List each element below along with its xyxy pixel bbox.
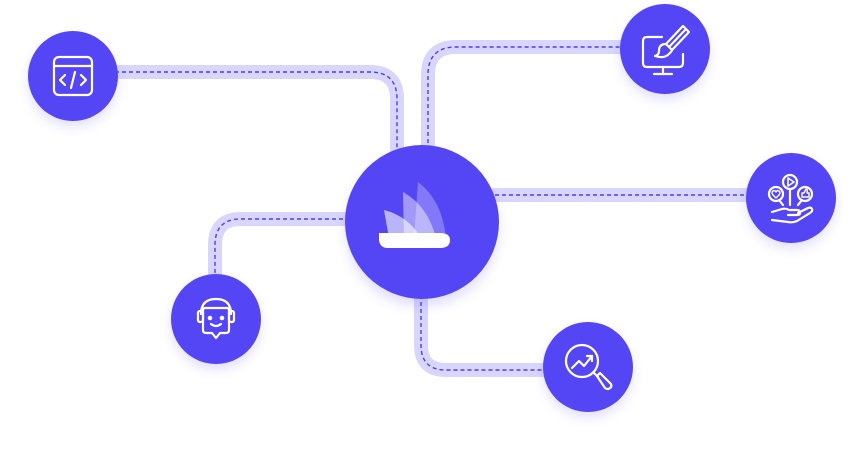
connector-code	[108, 65, 404, 157]
connector-support-dash	[214, 218, 350, 280]
hand-social-engagement-icon	[767, 173, 814, 224]
monitor-paintbrush-icon	[641, 24, 691, 76]
center-hub-circle	[345, 145, 499, 299]
brand-wing-logo-icon	[379, 182, 450, 248]
connector-design-dash	[427, 46, 622, 150]
node-design	[620, 4, 710, 99]
connectors	[108, 40, 757, 377]
connector-analytics-track	[414, 288, 555, 377]
connector-code-track	[108, 65, 404, 157]
connector-support	[208, 212, 357, 287]
node-engagement	[746, 153, 836, 248]
code-window-icon	[52, 55, 94, 97]
connector-support-track	[208, 212, 357, 287]
magnifier-trend-icon	[564, 343, 613, 391]
center-hub	[345, 145, 499, 306]
connector-design	[421, 40, 629, 157]
node-support	[171, 274, 261, 369]
node-design-circle	[620, 4, 710, 94]
connector-code-dash	[115, 71, 398, 150]
connector-analytics	[414, 288, 555, 377]
connector-design-track	[421, 40, 629, 157]
node-code	[28, 31, 118, 126]
connector-analytics-dash	[420, 295, 548, 371]
node-analytics	[543, 322, 633, 417]
node-support-circle	[171, 274, 261, 364]
node-analytics-circle	[543, 322, 633, 412]
support-bot-headset-icon	[196, 297, 236, 340]
